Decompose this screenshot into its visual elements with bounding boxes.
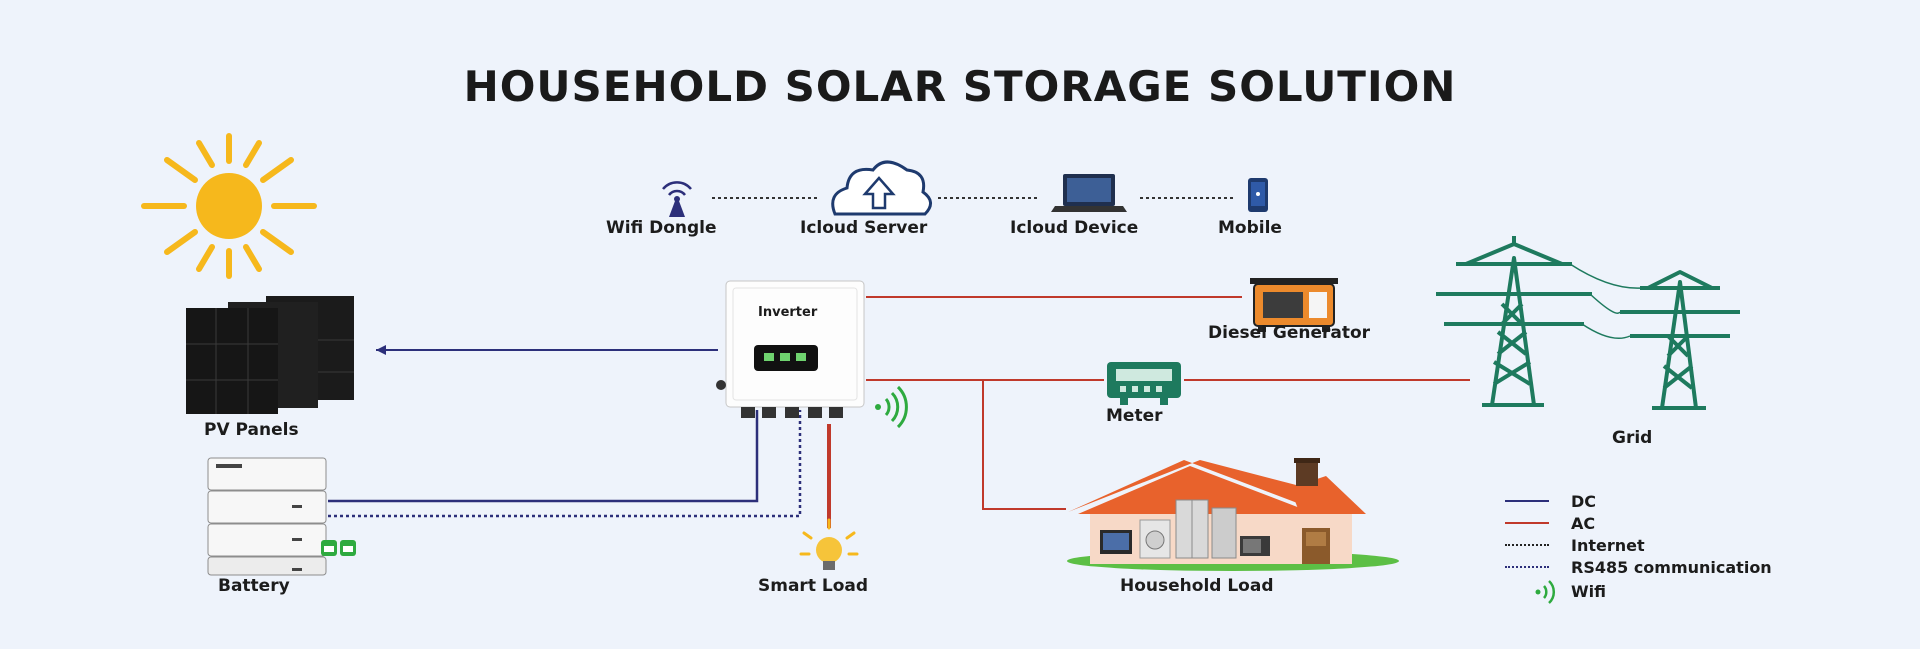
diesel-generator-label: Diesel Generator	[1208, 323, 1371, 343]
legend-item-wifi: Wifi	[1505, 580, 1606, 602]
inverter-label: Inverter	[758, 305, 818, 320]
battery-label: Battery	[218, 576, 290, 596]
mobile-icon	[1248, 178, 1268, 212]
legend-item-rs485: RS485 communication	[1505, 556, 1772, 578]
legend-item-internet: Internet	[1505, 534, 1645, 556]
wifi-dongle-icon	[662, 181, 692, 217]
wifi-signal-icon	[875, 385, 908, 429]
legend-label-ac: AC	[1571, 513, 1596, 533]
light-bulb-icon	[799, 518, 859, 570]
generator-icon	[1250, 278, 1338, 332]
legend-swatch-ac	[1505, 522, 1549, 524]
mobile-label: Mobile	[1218, 218, 1282, 238]
page-title: HOUSEHOLD SOLAR STORAGE SOLUTION	[463, 62, 1457, 111]
legend-item-dc: DC	[1505, 490, 1596, 512]
pv-panels-label: PV Panels	[204, 420, 299, 440]
laptop-icon	[1051, 174, 1127, 212]
wifi-dongle-label: Wifi Dongle	[606, 218, 717, 238]
legend-label-rs485: RS485 communication	[1571, 557, 1772, 577]
cloud-icon	[831, 160, 932, 216]
icloud-server-label: Icloud Server	[800, 218, 928, 238]
legend-wifi-icon	[1535, 580, 1556, 604]
power-line-cables	[1569, 263, 1643, 339]
dc-line-pv-arrow	[376, 345, 386, 355]
legend-item-ac: AC	[1505, 512, 1595, 534]
solar-panel-icon	[186, 296, 354, 414]
house-icon	[1067, 458, 1399, 571]
ac-line-household	[982, 380, 1066, 510]
legend-swatch-dc	[1505, 500, 1549, 502]
dc-line-battery	[328, 410, 759, 503]
legend-label-internet: Internet	[1571, 535, 1645, 555]
legend-swatch-internet	[1505, 544, 1549, 546]
meter-label: Meter	[1106, 406, 1163, 426]
rs485-line	[328, 410, 802, 518]
battery-icon	[207, 457, 327, 576]
smart-load-label: Smart Load	[758, 576, 869, 596]
legend-label-wifi: Wifi	[1571, 581, 1606, 601]
legend-label-dc: DC	[1571, 491, 1597, 511]
rs485-port-icon	[321, 540, 356, 556]
meter-icon	[1107, 362, 1181, 405]
inverter-icon	[716, 280, 865, 418]
legend-swatch-rs485	[1505, 566, 1549, 568]
grid-tower-icon	[1436, 236, 1740, 410]
sun-icon	[141, 133, 317, 279]
grid-label: Grid	[1612, 428, 1653, 448]
icloud-device-label: Icloud Device	[1010, 218, 1139, 238]
household-load-label: Household Load	[1120, 576, 1274, 596]
